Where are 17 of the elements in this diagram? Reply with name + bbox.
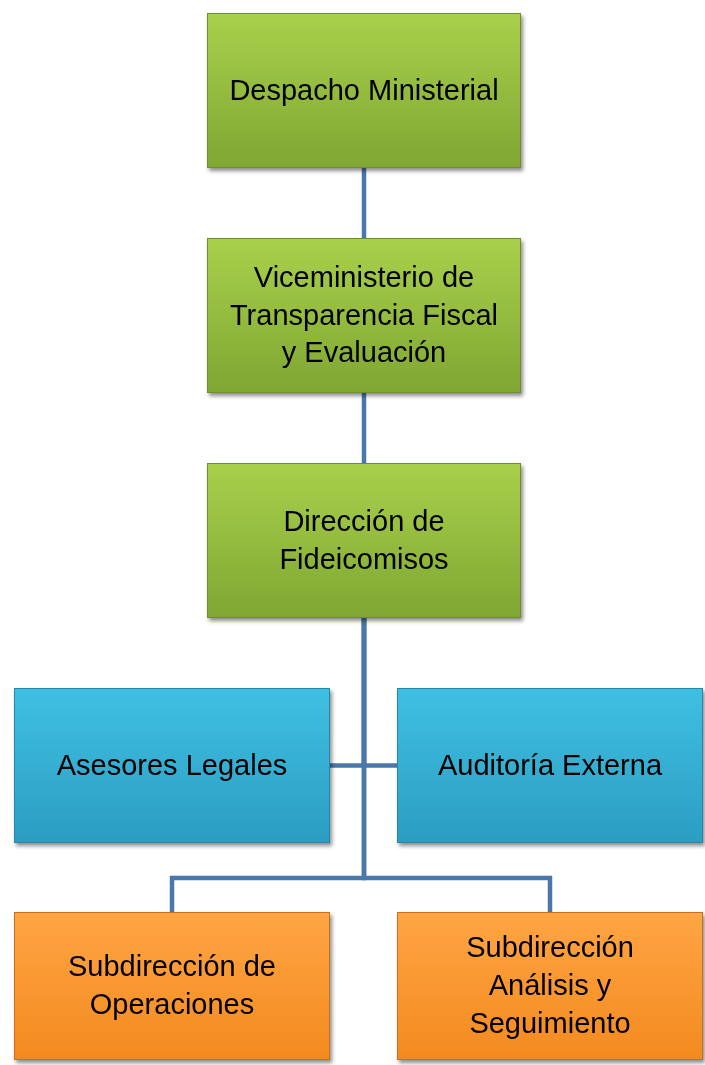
unit-name: Subdirección de Operaciones: [67, 949, 277, 1022]
subunit-box: [397, 912, 703, 1060]
connector-line: [361, 393, 367, 463]
subunit-box: [14, 912, 330, 1060]
unit-box: [207, 463, 521, 618]
unit-name: Auditoría Externa: [437, 747, 663, 783]
connector-line: [361, 618, 553, 912]
unit-name: Subdirección Análisis y Seguimiento: [465, 930, 635, 1041]
unit-name: Despacho Ministerial: [229, 72, 499, 108]
unit-box: [207, 238, 521, 393]
unit-name: Asesores Legales: [56, 747, 288, 783]
connector-line: [361, 168, 367, 238]
unit-name: Dirección de Fideicomisos: [278, 503, 450, 577]
unit-box: [207, 13, 521, 168]
unit-name: Viceministerio de Transparencia Fiscal y Evaluación: [228, 259, 500, 371]
advisory-box: [14, 688, 330, 843]
advisory-box: [397, 688, 703, 843]
